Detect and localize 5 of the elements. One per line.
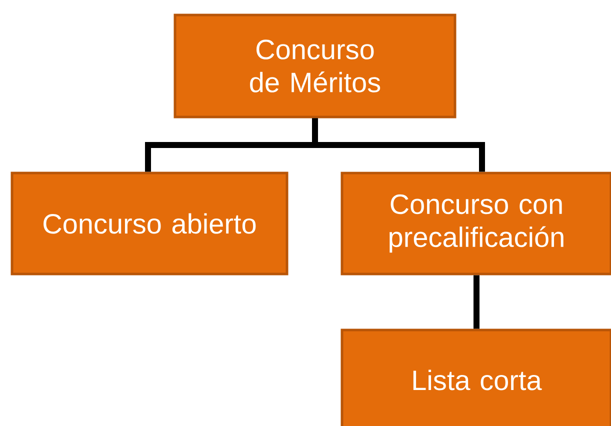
process-box: Concurso con precalificación <box>340 172 611 276</box>
process-box: Lista corta <box>340 328 611 426</box>
process-box: Concurso abierto <box>10 172 288 276</box>
process-box: Concurso de Méritos <box>174 14 456 118</box>
connector-line <box>474 275 480 329</box>
